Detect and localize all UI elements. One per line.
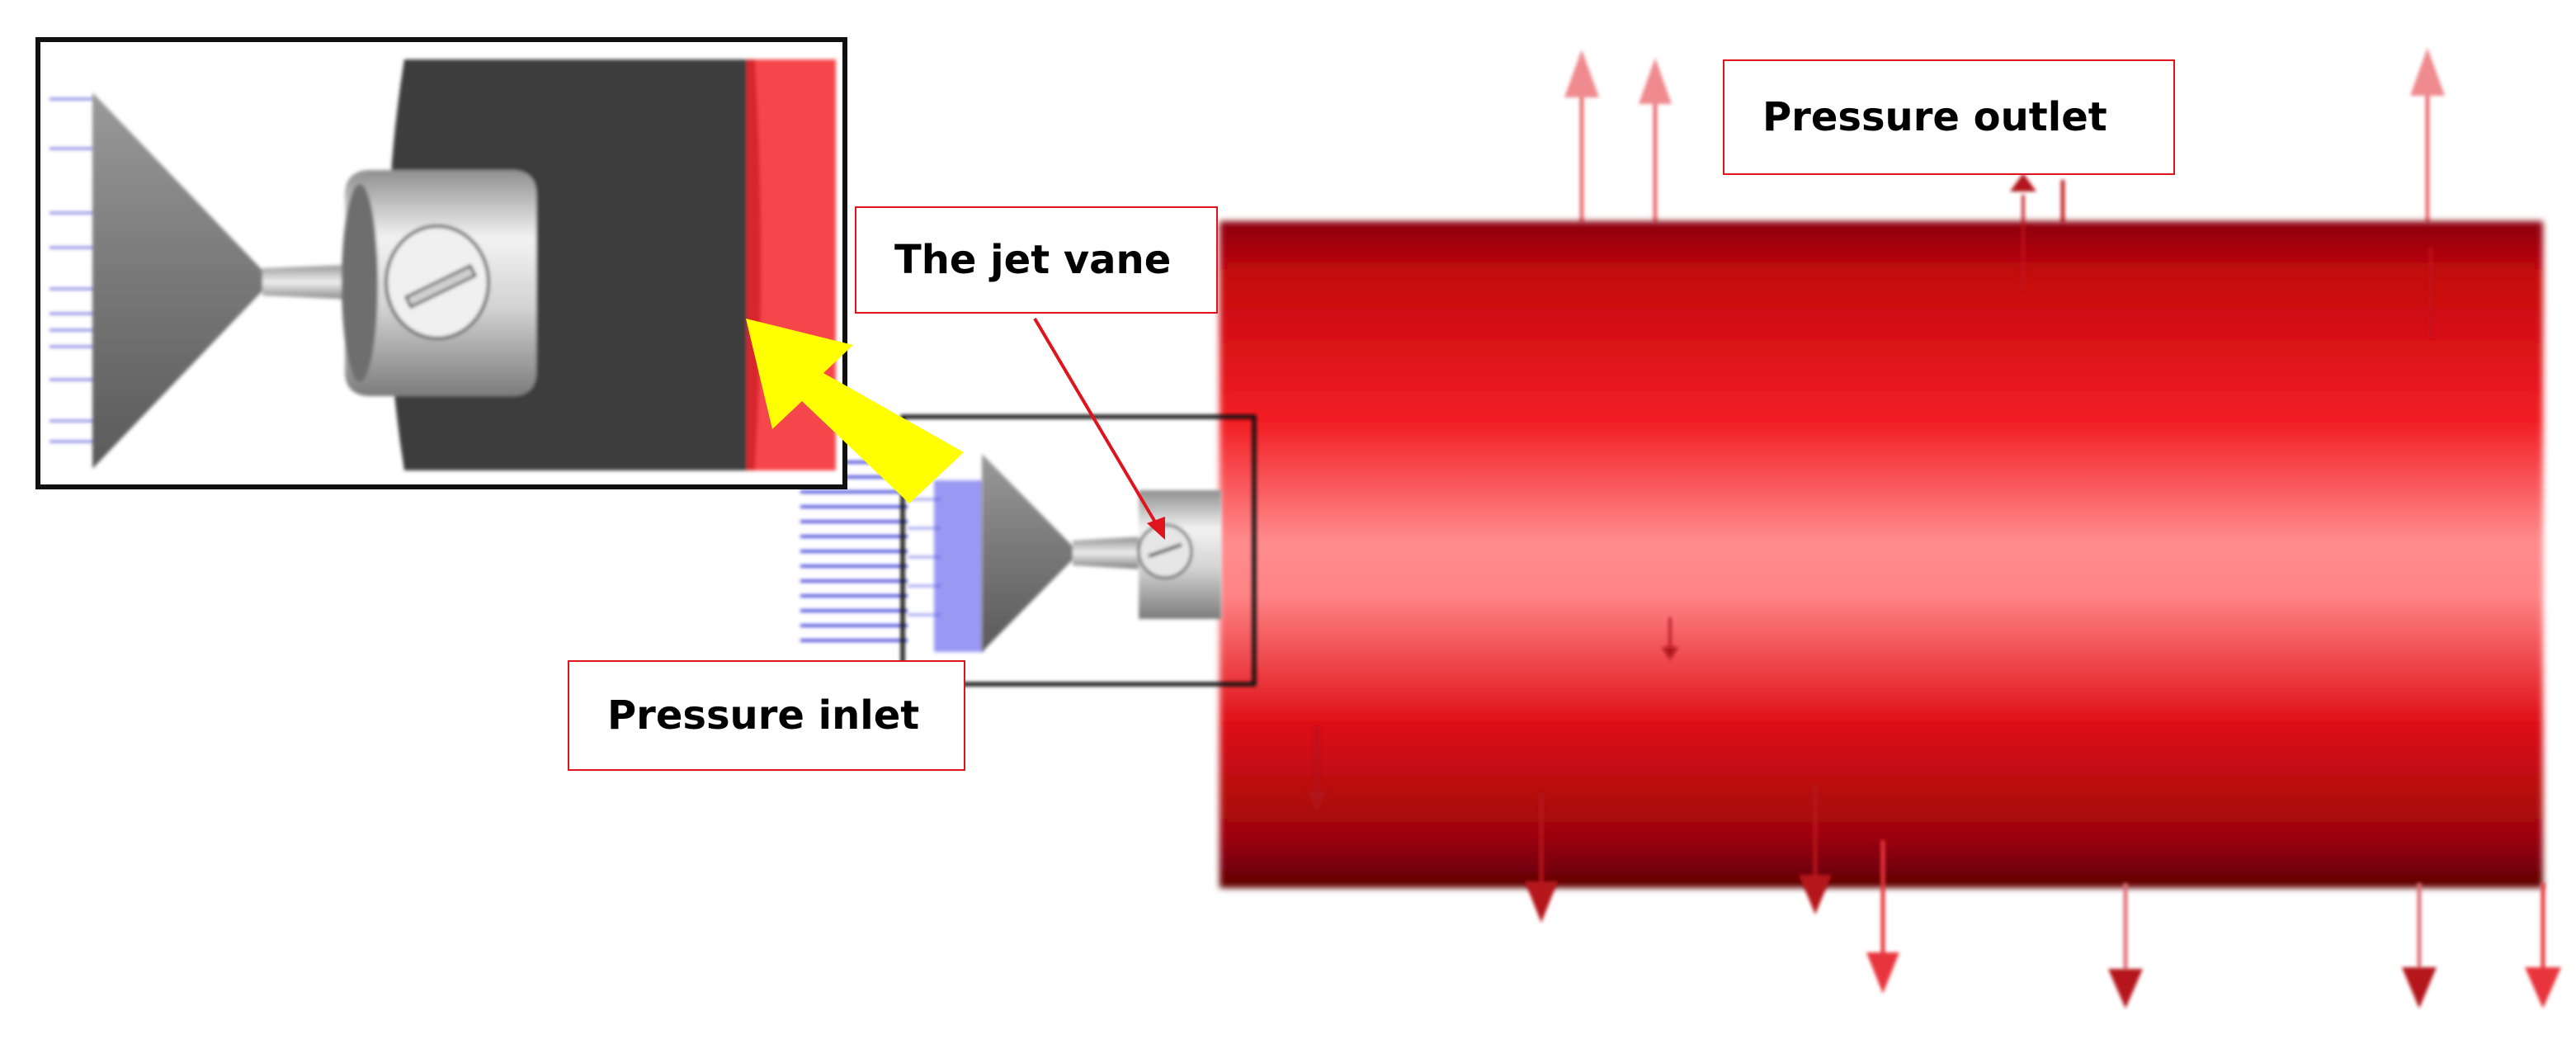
jet-vane-label: The jet vane (855, 206, 1218, 314)
arrow-down-icon (1799, 784, 1832, 914)
inlet-flow-lines (800, 461, 984, 652)
nozzle-with-jet-vane (900, 414, 1257, 687)
interior-arrows (1307, 195, 2432, 812)
outlet-arrows-top (1564, 48, 2445, 223)
outlet-arrows-bottom (1525, 784, 2561, 1009)
arrow-up-icon (2010, 173, 2036, 191)
outlet-domain (1220, 195, 2543, 888)
arrow-down-icon (1866, 840, 1899, 994)
jet-vane-pointer (1033, 317, 1165, 540)
arrow-up-icon (1564, 50, 1599, 223)
arrow-down-icon (2108, 883, 2143, 1009)
arrow-down-icon (2402, 883, 2437, 1009)
arrow-up-icon (2410, 48, 2445, 223)
zoom-arrow-icon (746, 319, 964, 503)
arrow-down-icon (2525, 883, 2561, 1009)
pressure-outlet-label: Pressure outlet (1723, 59, 2175, 175)
arrow-up-icon (1639, 58, 1672, 223)
arrow-down-icon (1525, 792, 1558, 923)
zoom-inset (35, 37, 847, 489)
pressure-inlet-label: Pressure inlet (568, 660, 965, 771)
